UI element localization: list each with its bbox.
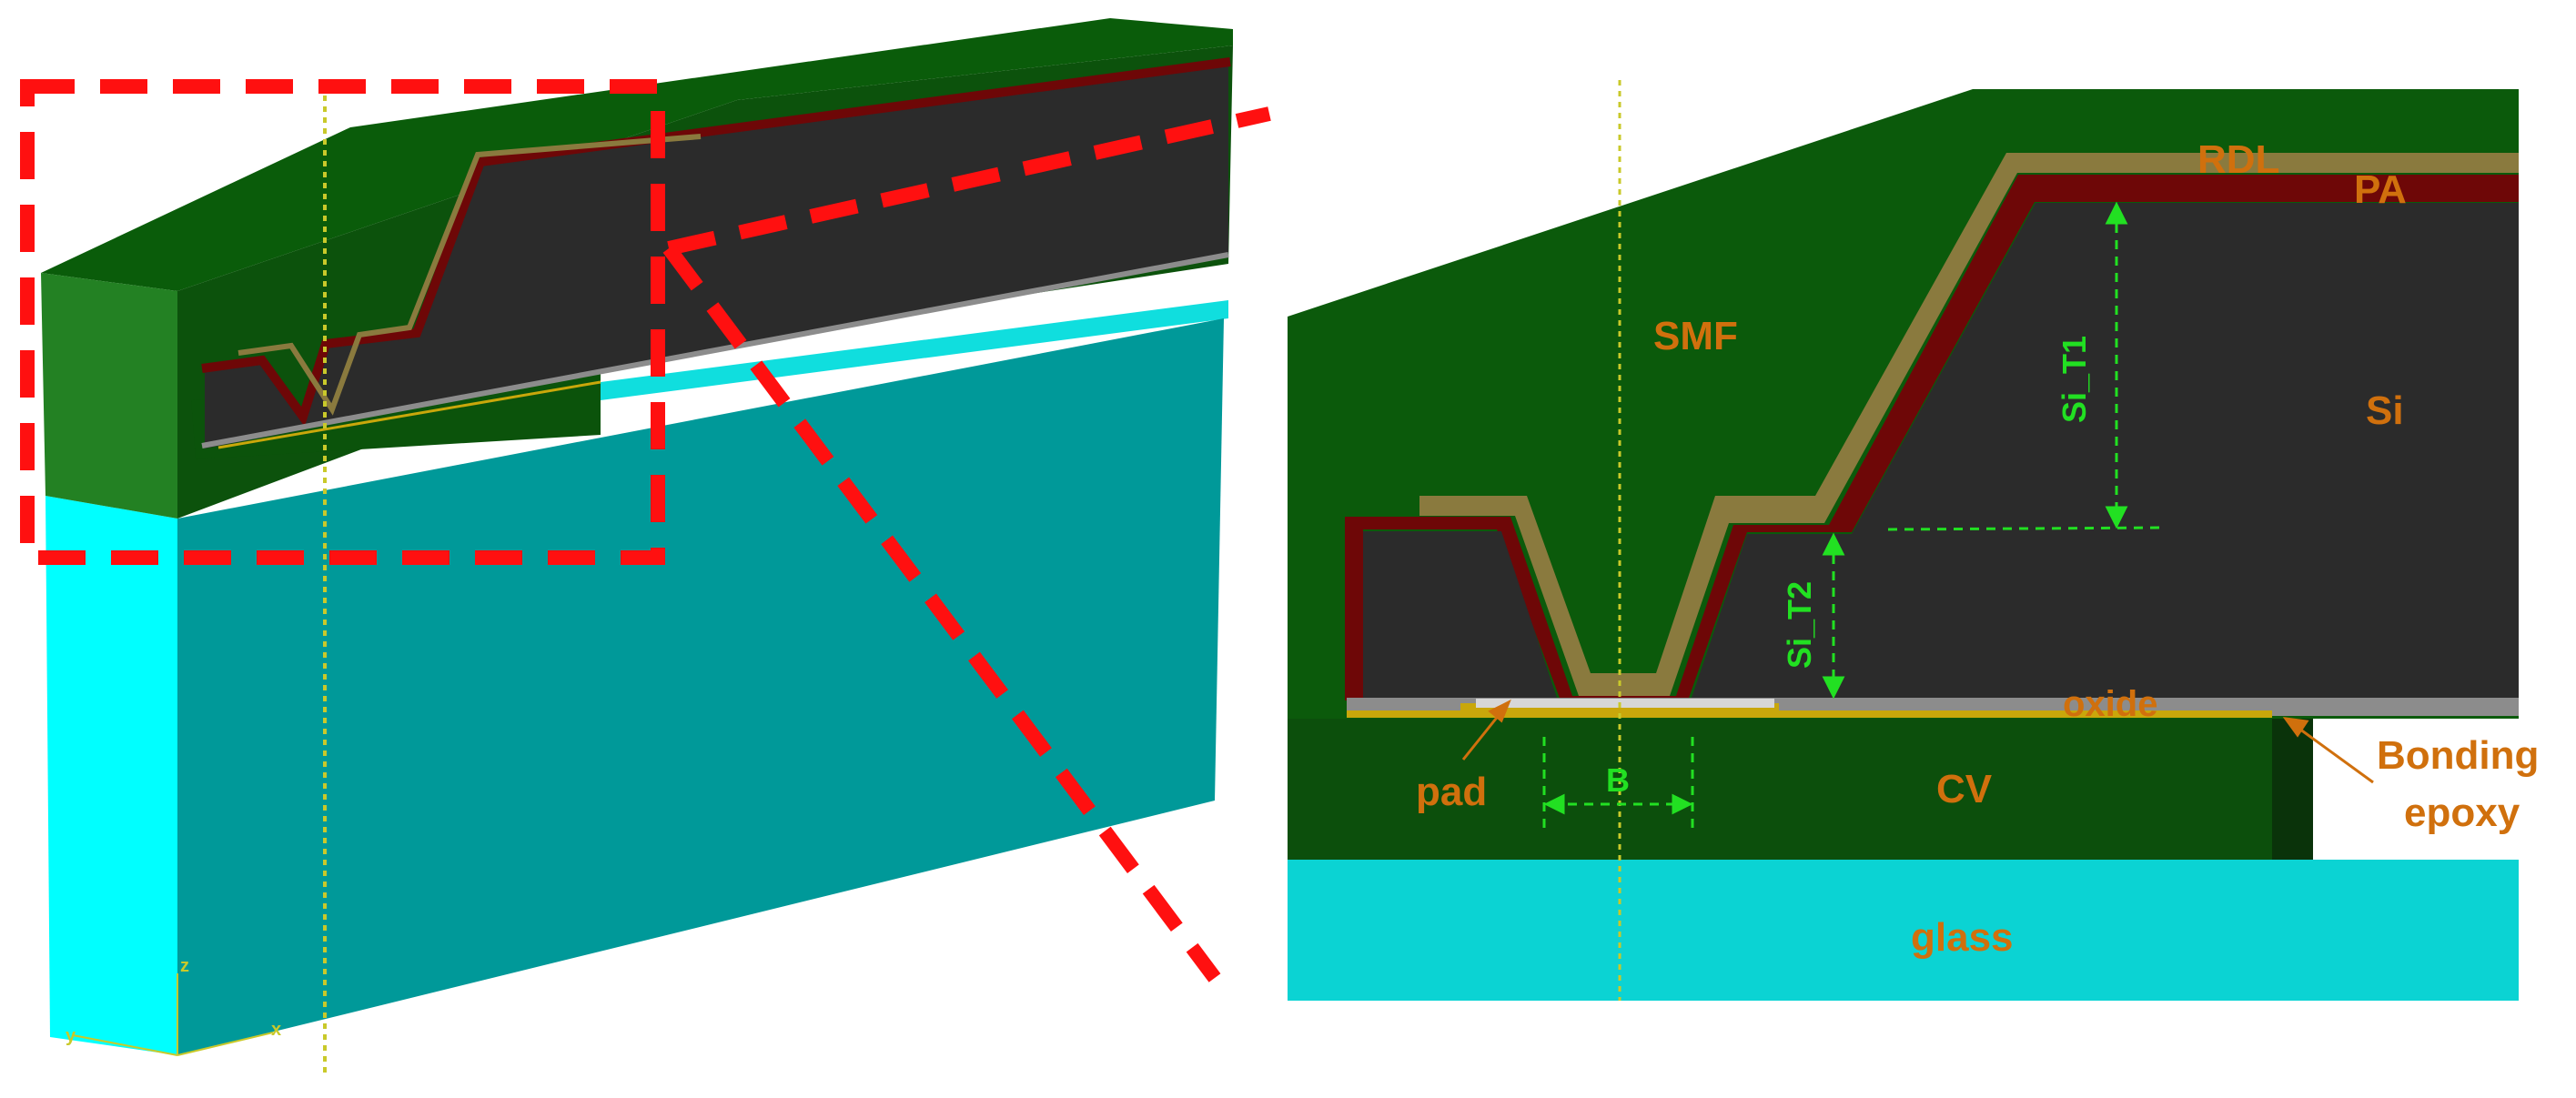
pad-layer-3d (217, 380, 601, 449)
oxide-layer-right (2272, 710, 2519, 716)
glass-block-front (45, 496, 177, 1055)
label-cv: CV (1936, 767, 1993, 811)
glass-region (1288, 860, 2519, 1001)
axis-y-label: y (66, 1026, 76, 1046)
smf-top-face (41, 18, 1233, 291)
smf-front-face (41, 273, 177, 519)
pad-top (1476, 699, 1774, 708)
zoom-line-upper (667, 106, 1271, 256)
bonding-epoxy-arrow (2282, 717, 2374, 784)
rdl-layer-3d (237, 134, 702, 416)
si-region (1363, 203, 2519, 702)
label-si: Si (2366, 388, 2404, 433)
zoom-callout (20, 79, 1271, 982)
cv-region (1288, 719, 2313, 860)
axis-z-label: z (180, 956, 189, 976)
dimension-si-t2 (1822, 532, 1845, 700)
pad-arrow (1461, 699, 1511, 761)
label-oxide: oxide (2063, 684, 2157, 724)
label-pad: pad (1416, 770, 1487, 814)
label-si-t1: Si_T1 (2056, 336, 2093, 423)
bonding-epoxy-strip (2272, 711, 2313, 860)
rdl-layer (1419, 153, 2519, 696)
detail-cross-section: SMF RDL PA Si oxide pad CV Bonding epoxy… (1288, 80, 2539, 1001)
glass-block-side (177, 318, 1224, 1055)
label-epoxy: epoxy (2404, 791, 2520, 835)
zoom-line-lower (662, 244, 1221, 982)
axis-x-label: x (271, 1020, 281, 1040)
si-body-3d (205, 65, 1228, 448)
pa-layer-left-edge (1345, 517, 1363, 700)
bonding-epoxy-gap (2313, 719, 2519, 860)
label-si-t2: Si_T2 (1781, 581, 1818, 669)
zoom-region-box (20, 79, 665, 565)
dimension-si-t1 (1887, 201, 2167, 531)
label-pa: PA (2354, 167, 2407, 212)
oxide-layer-3d (201, 252, 1229, 448)
label-rdl: RDL (2197, 137, 2279, 182)
label-b: B (1606, 761, 1630, 799)
label-bonding: Bonding (2377, 733, 2539, 778)
axis-triad: z x y (66, 956, 281, 1056)
label-smf: SMF (1653, 314, 1738, 358)
pa-layer-3d (201, 57, 1231, 427)
metal-line (1347, 710, 2272, 718)
3d-model-view: z x y (41, 18, 1233, 1073)
label-glass: glass (1911, 915, 2014, 960)
dimension-b (1542, 737, 1694, 832)
